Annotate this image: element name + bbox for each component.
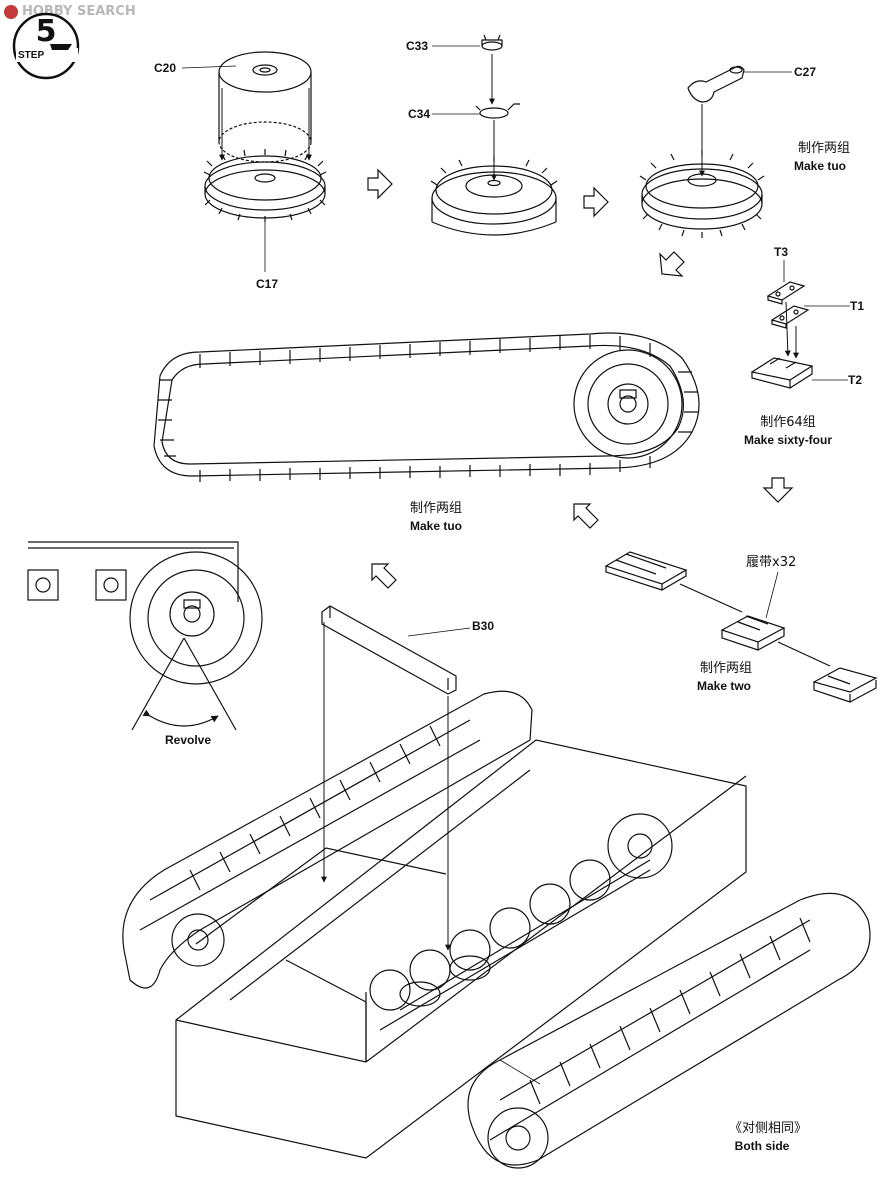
- label-c33: C33: [406, 39, 429, 53]
- label-c34: C34: [408, 107, 431, 121]
- note-make-64-zh: 制作64组: [760, 415, 816, 430]
- next-arrow-icon: [367, 168, 393, 200]
- next-arrow-icon: [659, 251, 685, 277]
- next-arrow-icon: [573, 503, 599, 529]
- part-b30: [321, 605, 457, 695]
- note-make-two-1-zh: 制作两组: [797, 141, 851, 156]
- label-c27: C27: [794, 65, 817, 79]
- note-both-side-zh: 《对侧相同》: [728, 1121, 808, 1136]
- label-b30: B30: [472, 619, 495, 633]
- note-make-two-3-zh: 制作两组: [409, 501, 463, 516]
- part-t1: [770, 305, 810, 329]
- note-both-side-en: Both side: [734, 1139, 790, 1153]
- note-make-two-2-zh: 制作两组: [699, 661, 753, 676]
- label-t3: T3: [774, 245, 789, 259]
- part-t3: [766, 281, 806, 305]
- hobby-search-logo-icon: [4, 4, 18, 19]
- step-number: 5: [35, 14, 57, 49]
- part-c33: [481, 34, 503, 51]
- track-loop: [153, 332, 700, 482]
- note-make-two-2-en: Make two: [696, 679, 752, 693]
- revolve-detail: [27, 541, 263, 731]
- note-revolve: Revolve: [164, 733, 212, 747]
- drum-c20: [218, 51, 312, 163]
- sprocket-assembly-2: [430, 155, 558, 236]
- note-make-64-en: Make sixty-four: [743, 433, 833, 447]
- note-track-x32: 履带x32: [746, 555, 797, 570]
- right-track-run: [467, 892, 871, 1169]
- part-c34: [475, 103, 520, 119]
- next-arrow-icon: [371, 563, 397, 589]
- hull-body: [175, 739, 747, 1159]
- bogie-wheels: [369, 813, 673, 1031]
- part-c27: [687, 65, 745, 103]
- sprocket-assembly-3: [639, 150, 765, 238]
- next-arrow-icon: [762, 477, 794, 503]
- step-badge: 5 STEP: [14, 14, 78, 72]
- track-link-chain: [604, 551, 878, 703]
- label-t1: T1: [850, 299, 865, 313]
- next-arrow-icon: [583, 186, 609, 218]
- part-t2: [750, 357, 814, 389]
- label-c20: C20: [154, 61, 177, 75]
- track-loop-sprocket: [573, 349, 683, 459]
- note-make-two-3-en: Make tuo: [409, 519, 463, 533]
- left-track-run: [122, 690, 533, 989]
- label-c17: C17: [256, 277, 279, 291]
- step-badge-circle: [12, 12, 80, 80]
- step-word: STEP: [18, 50, 45, 61]
- note-make-two-1-en: Make tuo: [793, 159, 847, 173]
- label-t2: T2: [848, 373, 863, 387]
